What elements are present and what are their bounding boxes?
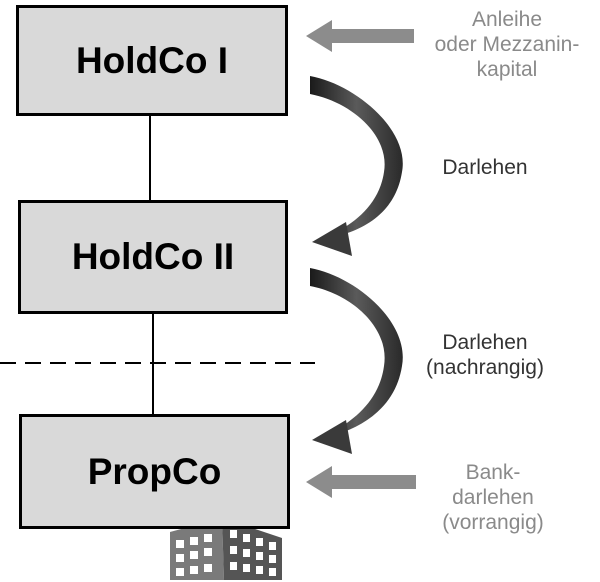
external-funding-arrow-bond [306,20,414,52]
holdco2-label: HoldCo II [71,236,235,277]
loan-arrow-2 [310,268,403,454]
holdco1-box: HoldCo I [16,5,288,116]
bank-loan-label-line-1: Bank- [465,461,521,484]
loan-label-2-line-2: (nachrangig) [426,356,544,379]
loan-label-2: Darlehen (nachrangig) [410,330,560,380]
bond-label-line-1: Anleihe [471,8,543,31]
bank-loan-label: Bank- darlehen (vorrangig) [418,460,568,535]
external-funding-arrow-bank [306,466,416,498]
bank-loan-label-line-2: darlehen [452,486,534,509]
bond-label: Anleihe oder Mezzanin- kapital [414,7,600,82]
building-icon [170,518,282,580]
propco-box: PropCo [19,414,290,529]
loan-arrow-1 [310,76,403,256]
propco-label: PropCo [87,450,222,492]
holdco2-box: HoldCo II [18,200,288,314]
bond-label-line-2: oder Mezzanin- [434,33,580,56]
loan-label-1-line-1: Darlehen [442,156,528,179]
bank-loan-label-line-3: (vorrangig) [442,511,544,534]
holdco1-label: HoldCo I [75,39,229,81]
bond-label-line-3: kapital [476,58,538,81]
loan-label-2-line-1: Darlehen [442,331,528,354]
loan-label-1: Darlehen [410,155,560,180]
